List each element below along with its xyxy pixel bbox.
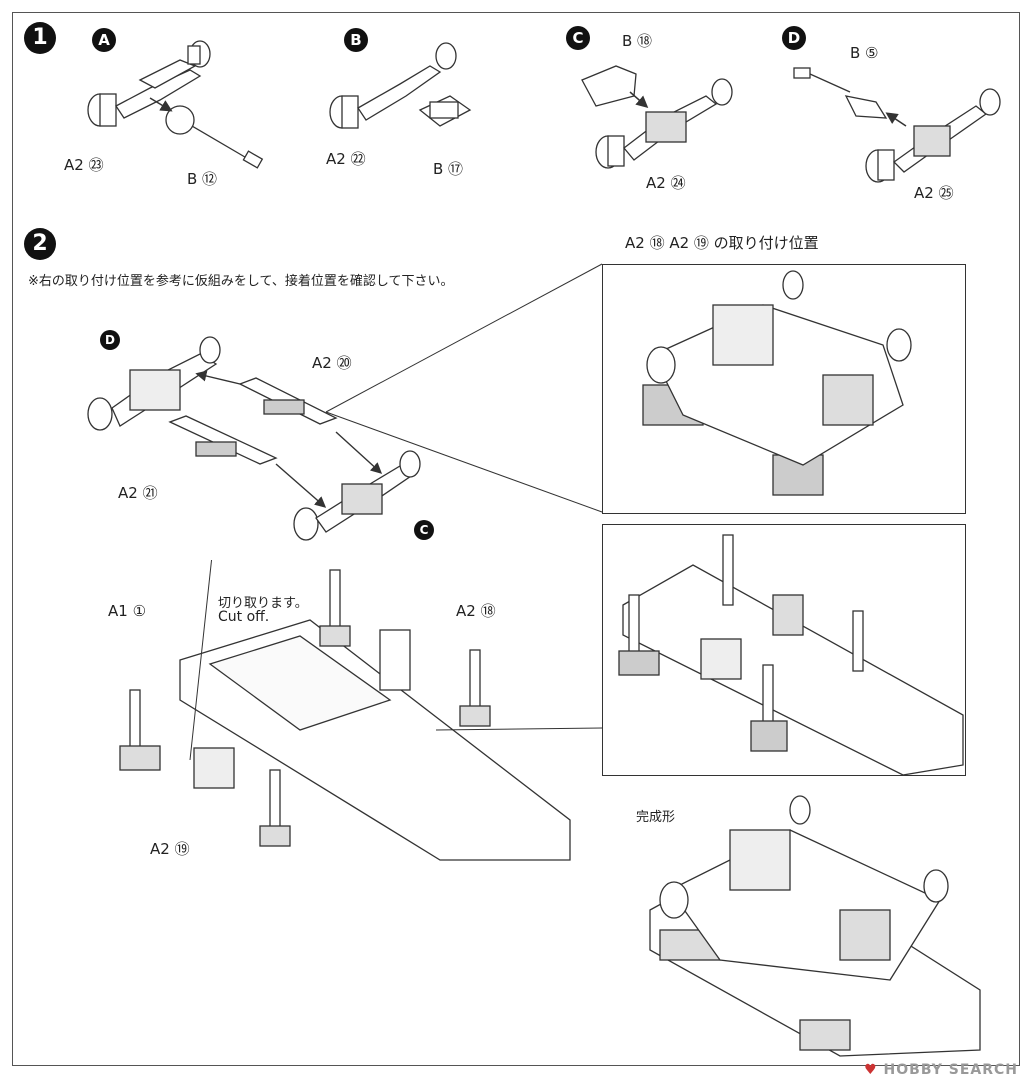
position-title: A2 ⑱ A2 ⑲ の取り付け位置 (625, 234, 819, 252)
ref-c-badge: C (414, 520, 434, 540)
label-b-17: B ⑰ (433, 160, 464, 178)
complete-label: 完成形 (636, 810, 676, 825)
watermark-heart-icon: ♥ (864, 1062, 878, 1078)
sub-b-badge: B (344, 28, 368, 52)
label-a1-1: A1 ① (108, 602, 147, 620)
label-a2-25: A2 ㉕ (914, 184, 954, 202)
label-a2-23: A2 ㉓ (64, 156, 104, 174)
label-b-5: B ⑤ (850, 44, 879, 62)
watermark-text: HOBBY SEARCH (883, 1062, 1018, 1078)
axle-a-drawing (87, 40, 264, 169)
label-a2-19: A2 ⑲ (150, 840, 190, 858)
cut-off-jp: 切り取ります。 (218, 596, 308, 611)
step-1-badge: 1 (24, 22, 56, 54)
label-a2-20: A2 ⑳ (312, 354, 352, 372)
chassis-frame-drawing (119, 560, 571, 861)
inset-bottom-drawing (618, 534, 964, 776)
label-b-12: B ⑫ (187, 170, 218, 188)
axle-b-drawing (329, 42, 472, 129)
sub-a-badge: A (92, 28, 116, 52)
inset-top-frame (602, 264, 966, 514)
inset-bottom-frame (602, 524, 966, 776)
sub-c-badge: C (566, 26, 590, 50)
label-b-18: B ⑱ (622, 32, 653, 50)
watermark: ♥ HOBBY SEARCH (864, 1062, 1018, 1078)
ref-d-badge: D (100, 330, 120, 350)
label-a2-22: A2 ㉒ (326, 150, 366, 168)
axle-d-drawing (793, 67, 1001, 183)
sub-d-badge: D (782, 26, 806, 50)
label-a2-18: A2 ⑱ (456, 602, 496, 620)
complete-assembly-drawing (649, 795, 981, 1057)
exploded-bogie-drawing (87, 336, 421, 541)
label-a2-21: A2 ㉑ (118, 484, 158, 502)
cut-off-en: Cut off. (218, 609, 270, 625)
page-border (12, 12, 1020, 1066)
step-2-note: ※右の取り付け位置を参考に仮組みをして、接着位置を確認して下さい。 (28, 274, 454, 289)
axle-c-drawing (581, 65, 733, 169)
label-a2-24: A2 ㉔ (646, 174, 686, 192)
inset-top-drawing (642, 270, 912, 496)
step-2-badge: 2 (24, 228, 56, 260)
